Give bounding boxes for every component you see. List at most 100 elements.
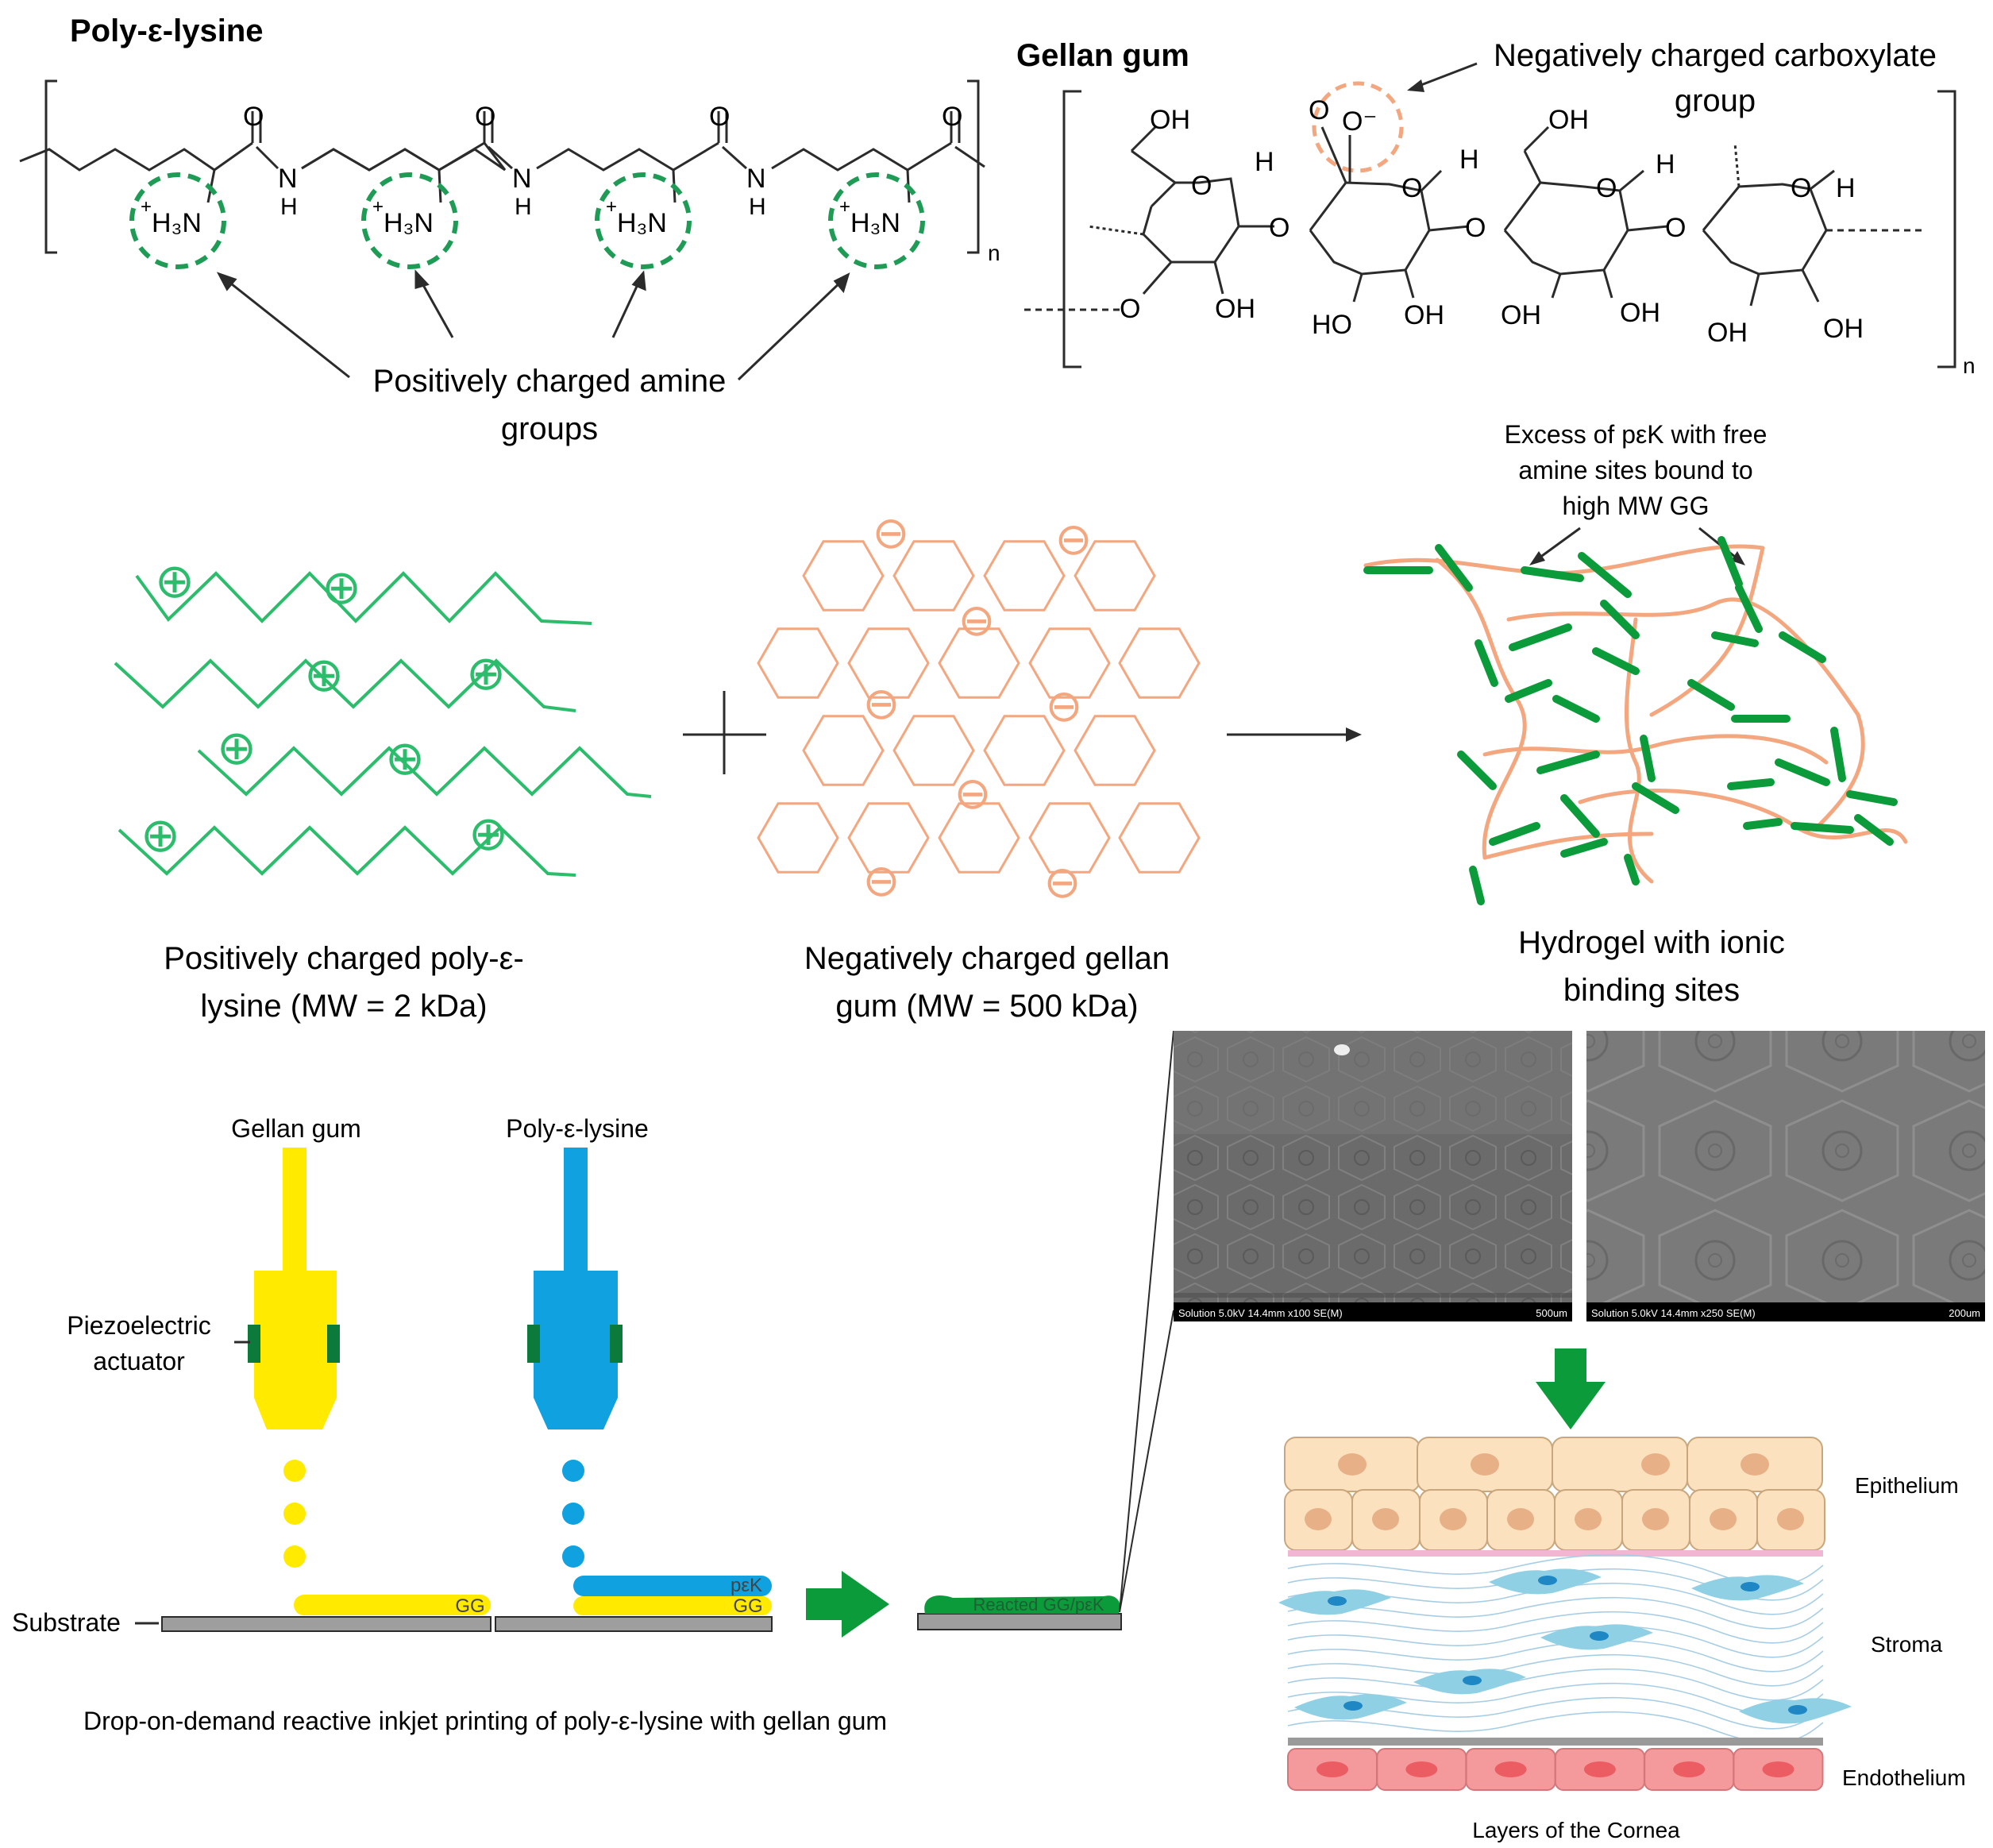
gg-r3-o: O bbox=[1596, 173, 1617, 203]
droplet-pel-1 bbox=[562, 1460, 584, 1482]
actuator-gg-left bbox=[248, 1325, 260, 1363]
stroma-fiber-5 bbox=[1287, 1611, 1824, 1644]
minus-charge-4: ⊖ bbox=[863, 678, 900, 728]
gg-strand-5 bbox=[1624, 617, 1654, 884]
process-arrow bbox=[806, 1571, 889, 1638]
pel-caption-line1: Positively charged poly-ε- bbox=[164, 941, 524, 976]
zoom-line-bottom bbox=[1119, 1310, 1174, 1613]
epithelium-nucleus-bottom-4 bbox=[1507, 1508, 1534, 1530]
pel-amine-1: + H₃N bbox=[129, 169, 226, 269]
epithelium-nucleus-bottom-1 bbox=[1305, 1508, 1332, 1530]
pek-segment-22 bbox=[1775, 758, 1830, 786]
plus-charge-2: ⊕ bbox=[322, 561, 361, 614]
pel-n-3: N bbox=[746, 164, 766, 194]
pel-amine-3: + H₃N bbox=[595, 169, 692, 269]
gg-r2-h: H bbox=[1459, 145, 1479, 175]
epithelium-label: Epithelium bbox=[1855, 1473, 1959, 1498]
pek-segment-11 bbox=[1711, 631, 1759, 647]
hydrogel-caption-line2: binding sites bbox=[1563, 973, 1740, 1008]
stroma-fiber-4 bbox=[1287, 1596, 1824, 1630]
endothelium-nucleus-1 bbox=[1316, 1761, 1348, 1777]
pel-n-2: N bbox=[512, 164, 532, 194]
pel-n-1: N bbox=[278, 164, 298, 194]
gg-r3-oh-right: OH bbox=[1620, 298, 1660, 328]
pel-callout-line1: Positively charged amine bbox=[373, 364, 727, 399]
stroma-fiber-8 bbox=[1287, 1653, 1824, 1687]
keratocyte-nucleus-7 bbox=[1788, 1705, 1807, 1715]
pek-segment-10 bbox=[1592, 647, 1640, 675]
epithelium-nucleus-bottom-3 bbox=[1440, 1508, 1467, 1530]
actuator-pel-left bbox=[527, 1325, 540, 1363]
sem-right-scale: 200um bbox=[1949, 1307, 1980, 1319]
gg-hexagon-2 bbox=[892, 540, 975, 611]
pek-segment-12 bbox=[1779, 631, 1826, 663]
gg-hexagon-5 bbox=[757, 627, 839, 699]
pek-segment-31 bbox=[1624, 854, 1640, 885]
keratocyte-nucleus-3 bbox=[1741, 1582, 1760, 1591]
gg-right-bracket bbox=[1937, 90, 1956, 368]
gg-carboxyl-bond-1 bbox=[1320, 126, 1347, 183]
pel-chain-4 bbox=[118, 825, 576, 877]
pel-o-2: O bbox=[475, 102, 495, 132]
pel-chain-1 bbox=[135, 571, 592, 625]
sem-left-particle bbox=[1334, 1044, 1350, 1055]
sem-image-right bbox=[1586, 1031, 1985, 1310]
gg-left-bracket bbox=[1062, 90, 1081, 368]
endothelium-cells bbox=[1287, 1748, 1824, 1791]
sem-left-scale: 500um bbox=[1536, 1307, 1567, 1319]
endothelium-label: Endothelium bbox=[1842, 1765, 1966, 1790]
pel-right-bracket bbox=[967, 79, 980, 254]
endothelium-nucleus-6 bbox=[1762, 1761, 1794, 1777]
gg-r4-h: H bbox=[1836, 173, 1856, 203]
pek-segment-27 bbox=[1560, 794, 1600, 838]
pel-arrowhead-3 bbox=[631, 270, 646, 291]
gg-r2-oh: OH bbox=[1404, 300, 1444, 330]
plus-charge-7: ⊕ bbox=[141, 808, 180, 862]
gg-hex-network: ⊖ ⊖ ⊖ ⊖ ⊖ ⊖ ⊖ ⊖ bbox=[757, 507, 1201, 907]
pek-segment-20 bbox=[1632, 782, 1679, 814]
pel-backbone-3 bbox=[536, 141, 719, 172]
epithelium-nucleus-top-1 bbox=[1338, 1453, 1367, 1476]
gg-r1-h: H bbox=[1255, 147, 1274, 177]
pel-o-1: O bbox=[243, 102, 264, 132]
pel-chain-3 bbox=[197, 746, 652, 798]
endothelium-nucleus-3 bbox=[1494, 1761, 1527, 1777]
excess-arrowhead-1 bbox=[1529, 551, 1545, 565]
endothelium-nucleus-5 bbox=[1673, 1761, 1706, 1777]
droplet-pel-2 bbox=[562, 1503, 584, 1525]
pek-segment-2 bbox=[1435, 544, 1473, 592]
pel-title: Poly-ε-lysine bbox=[70, 14, 264, 48]
pek-segment-29 bbox=[1560, 838, 1608, 858]
sem-left-highlight bbox=[1174, 1031, 1572, 1134]
gg-hexagon-14 bbox=[757, 802, 839, 874]
sem-right-info: Solution 5.0kV 14.4mm x250 SE(M) bbox=[1591, 1307, 1756, 1319]
epithelium-nucleus-top-4 bbox=[1741, 1453, 1769, 1476]
nozzle-pel-label: Poly-ε-lysine bbox=[506, 1114, 649, 1143]
minus-charge-2: ⊖ bbox=[1055, 514, 1093, 564]
reacted-label: Reacted GG/pεK bbox=[973, 1595, 1104, 1615]
plus-charge-5: ⊕ bbox=[217, 721, 256, 774]
epithelium-nucleus-bottom-7 bbox=[1710, 1508, 1737, 1530]
pek-segment-26 bbox=[1743, 818, 1783, 830]
gg-carboxyl-o: O bbox=[1309, 95, 1329, 125]
sem-left-info: Solution 5.0kV 14.4mm x100 SE(M) bbox=[1178, 1307, 1343, 1319]
gg-hexagon-17 bbox=[1028, 802, 1111, 874]
pek-segment-30 bbox=[1469, 866, 1485, 905]
gg-r3-h: H bbox=[1656, 149, 1675, 179]
poly-lysine-structure: Poly-ε-lysine n O N H O N H O N H O bbox=[19, 14, 1000, 446]
pel-left-bracket bbox=[44, 79, 57, 254]
epithelium-nucleus-top-2 bbox=[1471, 1453, 1499, 1476]
pek-segment-8 bbox=[1475, 639, 1498, 687]
keratocyte-nucleus-1 bbox=[1328, 1596, 1347, 1606]
pel-o-4: O bbox=[942, 102, 962, 132]
gg-layer-2 bbox=[573, 1596, 772, 1615]
pel-chain-2 bbox=[114, 658, 576, 712]
gg-hexagon-8 bbox=[1028, 627, 1111, 699]
pel-h-1: H bbox=[280, 194, 298, 220]
epithelium-nucleus-top-3 bbox=[1641, 1453, 1670, 1476]
pel-arrowhead-2 bbox=[414, 269, 430, 289]
gg-hexagon-16 bbox=[938, 802, 1020, 874]
actuator-pel-right bbox=[610, 1325, 623, 1363]
epithelium-nucleus-bottom-5 bbox=[1575, 1508, 1602, 1530]
sem-left-infobar bbox=[1174, 1302, 1572, 1321]
